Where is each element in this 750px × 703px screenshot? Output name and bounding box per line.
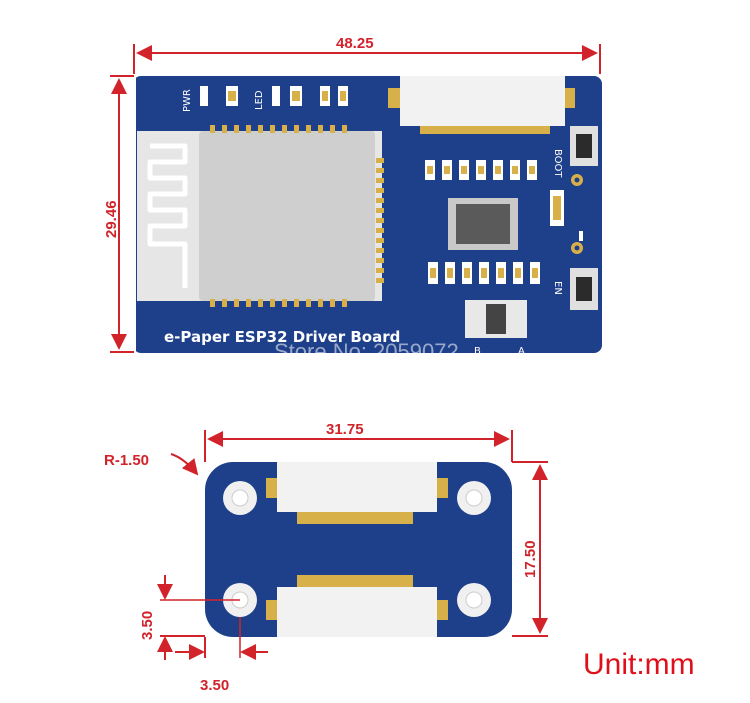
adapter-height-label: 17.50 bbox=[522, 540, 539, 578]
mounting-holes bbox=[223, 481, 491, 617]
esp32-module bbox=[137, 125, 384, 307]
en-silk: EN bbox=[552, 281, 563, 295]
main-width-dimension: 48.25 bbox=[133, 35, 601, 74]
watermark: Store No: 2059072 bbox=[274, 339, 459, 364]
hole-horizontal-dimension: 3.50 bbox=[175, 617, 268, 694]
corner-radius-label: R-1.50 bbox=[104, 452, 149, 469]
esp32-driver-board: PWR LED bbox=[126, 76, 602, 357]
hole-vertical-dimension: 3.50 bbox=[139, 575, 240, 660]
adapter-width-label: 31.75 bbox=[326, 421, 364, 438]
adapter-height-dimension: 17.50 bbox=[512, 461, 548, 637]
main-width-label: 48.25 bbox=[336, 35, 374, 52]
slide-switch: A B bbox=[465, 300, 527, 357]
en-button: EN bbox=[552, 242, 598, 310]
switch-a-silk: A bbox=[518, 346, 525, 357]
main-height-label: 29.46 bbox=[103, 200, 120, 238]
qfn-chip bbox=[448, 198, 518, 250]
led-silk: LED bbox=[254, 90, 265, 110]
switch-b-silk: B bbox=[474, 346, 481, 357]
boot-button: BOOT bbox=[552, 126, 598, 186]
corner-radius-dimension: R-1.50 bbox=[104, 452, 199, 476]
boot-silk: BOOT bbox=[552, 149, 563, 178]
pwr-silk: PWR bbox=[182, 89, 193, 112]
fpc-adapter-board bbox=[205, 462, 512, 637]
adapter-width-dimension: 31.75 bbox=[204, 421, 513, 462]
board-title: e-Paper ESP32 Driver Board bbox=[164, 328, 400, 346]
main-height-dimension: 29.46 bbox=[103, 75, 134, 353]
antenna-trace bbox=[147, 143, 188, 288]
hole-horizontal-label: 3.50 bbox=[200, 677, 229, 694]
hole-vertical-label: 3.50 bbox=[139, 611, 156, 640]
unit-label: Unit:mm bbox=[583, 648, 695, 681]
status-leds: PWR LED bbox=[182, 86, 348, 112]
fpc-connector bbox=[388, 76, 575, 134]
